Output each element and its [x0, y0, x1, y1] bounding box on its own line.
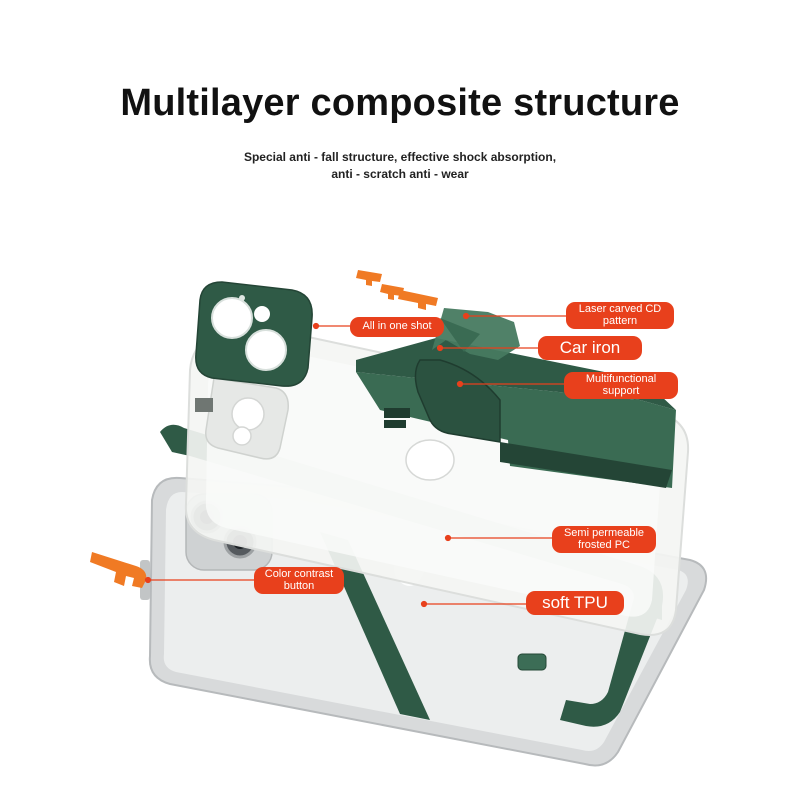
callout-soft-tpu: soft TPU	[526, 591, 624, 615]
callout-all-in-one: All in one shot	[350, 317, 444, 337]
callout-color-contrast-button: Color contrast button	[254, 567, 344, 595]
callout-semi-permeable-pc: Semi permeable frosted PC	[552, 526, 656, 554]
lens-ring-icon	[211, 297, 253, 339]
subtitle-line-2: anti - scratch anti - wear	[331, 167, 469, 181]
lens-ring-icon	[245, 329, 287, 371]
page-title: Multilayer composite structure	[120, 82, 680, 124]
callout-multifunctional-support: Multifunctional support	[564, 372, 678, 400]
callout-car-iron: Car iron	[538, 336, 642, 360]
camera-lens-cover	[195, 281, 313, 387]
subtitle-line-1: Special anti - fall structure, effective…	[243, 150, 557, 164]
orange-buttons	[90, 270, 438, 588]
leader-lines	[144, 312, 568, 608]
callout-laser-carved: Laser carved CD pattern	[566, 302, 674, 330]
